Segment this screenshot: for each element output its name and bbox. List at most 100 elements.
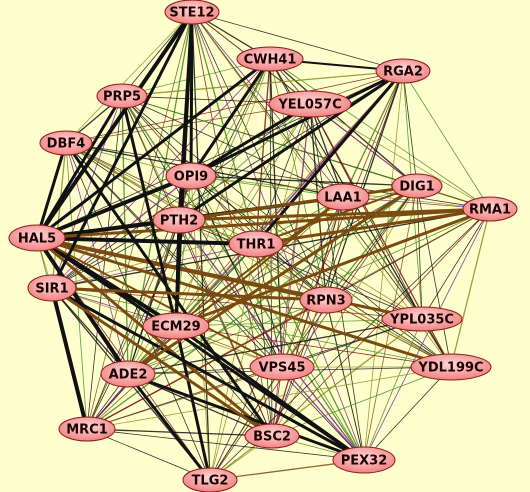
node-yel057c[interactable]: YEL057C <box>268 90 352 118</box>
node-ellipse <box>410 353 492 381</box>
edge-heavy-sir1-mrc1 <box>50 286 89 431</box>
node-label: LAA1 <box>324 191 361 206</box>
node-vps45[interactable]: VPS45 <box>249 353 315 381</box>
edge-heavy-hal5-cwh41 <box>35 57 272 240</box>
node-ellipse <box>462 196 518 222</box>
node-ellipse <box>27 274 77 302</box>
edge-opi9-ypl035c <box>190 175 423 320</box>
node-label: ECM29 <box>151 320 200 335</box>
edge-rpn3-pex32 <box>325 299 365 461</box>
node-label: CWH41 <box>244 53 297 68</box>
edge-heavy-ste12-sir1 <box>50 10 194 290</box>
edge-heavy-hal5-pex32 <box>35 236 366 462</box>
edge-heavy-ecm29-laa1 <box>175 196 344 327</box>
node-label: ADE2 <box>109 368 148 383</box>
node-opi9[interactable]: OPI9 <box>165 162 217 190</box>
edge-ypl035c-ecm29 <box>175 318 423 327</box>
edge-ydl199c-pex32 <box>363 366 452 461</box>
edge-heavy-hal5-thr1 <box>35 236 258 246</box>
edge-opi9-vps45 <box>190 175 283 368</box>
edge-heavy-rga2-pth2 <box>177 69 405 222</box>
edge-heavy-hal5-opi9 <box>35 174 193 240</box>
edge-ydl199c-mrc1 <box>86 366 452 430</box>
edge-ste12-rga2 <box>191 11 404 72</box>
node-label: STE12 <box>169 6 214 21</box>
edge-yel057c-pth2 <box>178 103 311 221</box>
edge-yel057c-bsc2 <box>271 103 311 437</box>
edge-yel057c-dig1 <box>309 103 418 187</box>
edge-ste12-dbf4 <box>65 11 193 144</box>
node-label: MRC1 <box>66 423 108 438</box>
node-thr1[interactable]: THR1 <box>228 230 284 258</box>
node-tlg2[interactable]: TLG2 <box>182 467 238 492</box>
edge-heavy-pth2-ecm29 <box>174 218 181 328</box>
node-ellipse <box>332 446 396 474</box>
node-label: HAL5 <box>18 232 56 247</box>
node-rga2[interactable]: RGA2 <box>375 58 431 84</box>
node-pth2[interactable]: PTH2 <box>152 206 206 234</box>
node-cwh41[interactable]: CWH41 <box>236 46 304 72</box>
edge-yel057c-laa1 <box>309 103 344 198</box>
edge-laa1-vps45 <box>281 196 344 368</box>
node-ste12[interactable]: STE12 <box>164 0 220 25</box>
edge-heavy-hal5-ydl199c <box>35 236 453 369</box>
edge-pth2-ade2 <box>127 219 180 375</box>
node-prp5[interactable]: PRP5 <box>96 83 148 109</box>
node-laa1[interactable]: LAA1 <box>316 183 370 211</box>
edge-pth2-ypl035c <box>178 219 423 320</box>
node-label: RPN3 <box>306 294 345 309</box>
node-ellipse <box>299 286 353 314</box>
node-hal5[interactable]: HAL5 <box>8 224 66 252</box>
node-mrc1[interactable]: MRC1 <box>58 416 116 442</box>
edge-rga2-dig1 <box>402 70 418 187</box>
node-ypl035c[interactable]: YPL035C <box>381 306 463 332</box>
node-label: SIR1 <box>35 282 68 297</box>
node-dig1[interactable]: DIG1 <box>391 173 443 199</box>
edge-heavy-ecm29-tlg2 <box>174 324 212 482</box>
node-ellipse <box>375 58 431 84</box>
edge-heavy-sir1-pex32 <box>50 286 366 462</box>
edge-sir1-ade2 <box>51 287 129 375</box>
node-ellipse <box>236 46 304 72</box>
edge-rma1-pex32 <box>363 208 491 461</box>
node-label: DIG1 <box>399 180 434 195</box>
edge-heavy-opi9-yel057c <box>189 102 312 178</box>
node-sir1[interactable]: SIR1 <box>27 274 77 302</box>
node-rma1[interactable]: RMA1 <box>462 196 518 222</box>
edge-rga2-rpn3 <box>325 70 404 301</box>
node-bsc2[interactable]: BSC2 <box>244 423 300 449</box>
edge-heavy-ecm29-rma1 <box>174 207 492 328</box>
edge-laa1-tlg2 <box>209 196 344 481</box>
node-ade2[interactable]: ADE2 <box>100 360 156 388</box>
node-ydl199c[interactable]: YDL199C <box>410 353 492 381</box>
node-pex32[interactable]: PEX32 <box>332 446 396 474</box>
node-dbf4[interactable]: DBF4 <box>39 130 93 156</box>
edge-heavy-pth2-rma1 <box>177 207 492 222</box>
edge-prp5-pex32 <box>121 95 365 461</box>
node-ellipse <box>39 130 93 156</box>
edge-prp5-vps45 <box>121 95 283 368</box>
edge-heavy-ecm29-pex32 <box>174 324 366 462</box>
node-ellipse <box>182 467 238 492</box>
edge-dbf4-ypl035c <box>65 142 423 320</box>
edge-mrc1-bsc2 <box>86 428 273 437</box>
node-ellipse <box>381 306 463 332</box>
edge-rga2-pex32 <box>363 70 404 461</box>
node-label: THR1 <box>237 238 276 253</box>
edge-dig1-tlg2 <box>209 185 418 481</box>
edge-rma1-ypl035c <box>421 208 491 320</box>
edge-rma1-ydl199c <box>450 208 491 368</box>
node-ellipse <box>165 162 217 190</box>
node-rpn3[interactable]: RPN3 <box>299 286 353 314</box>
edge-heavy-ade2-laa1 <box>127 196 344 375</box>
edge-heavy-thr1-dig1 <box>255 185 418 245</box>
edge-prp5-mrc1 <box>86 95 123 430</box>
heavy-edges-layer <box>35 10 492 482</box>
edge-vps45-pex32 <box>281 366 365 461</box>
edge-ecm29-ydl199c <box>175 325 452 368</box>
node-ecm29[interactable]: ECM29 <box>142 312 210 340</box>
edge-dig1-ydl199c <box>416 185 452 368</box>
node-ellipse <box>96 83 148 109</box>
